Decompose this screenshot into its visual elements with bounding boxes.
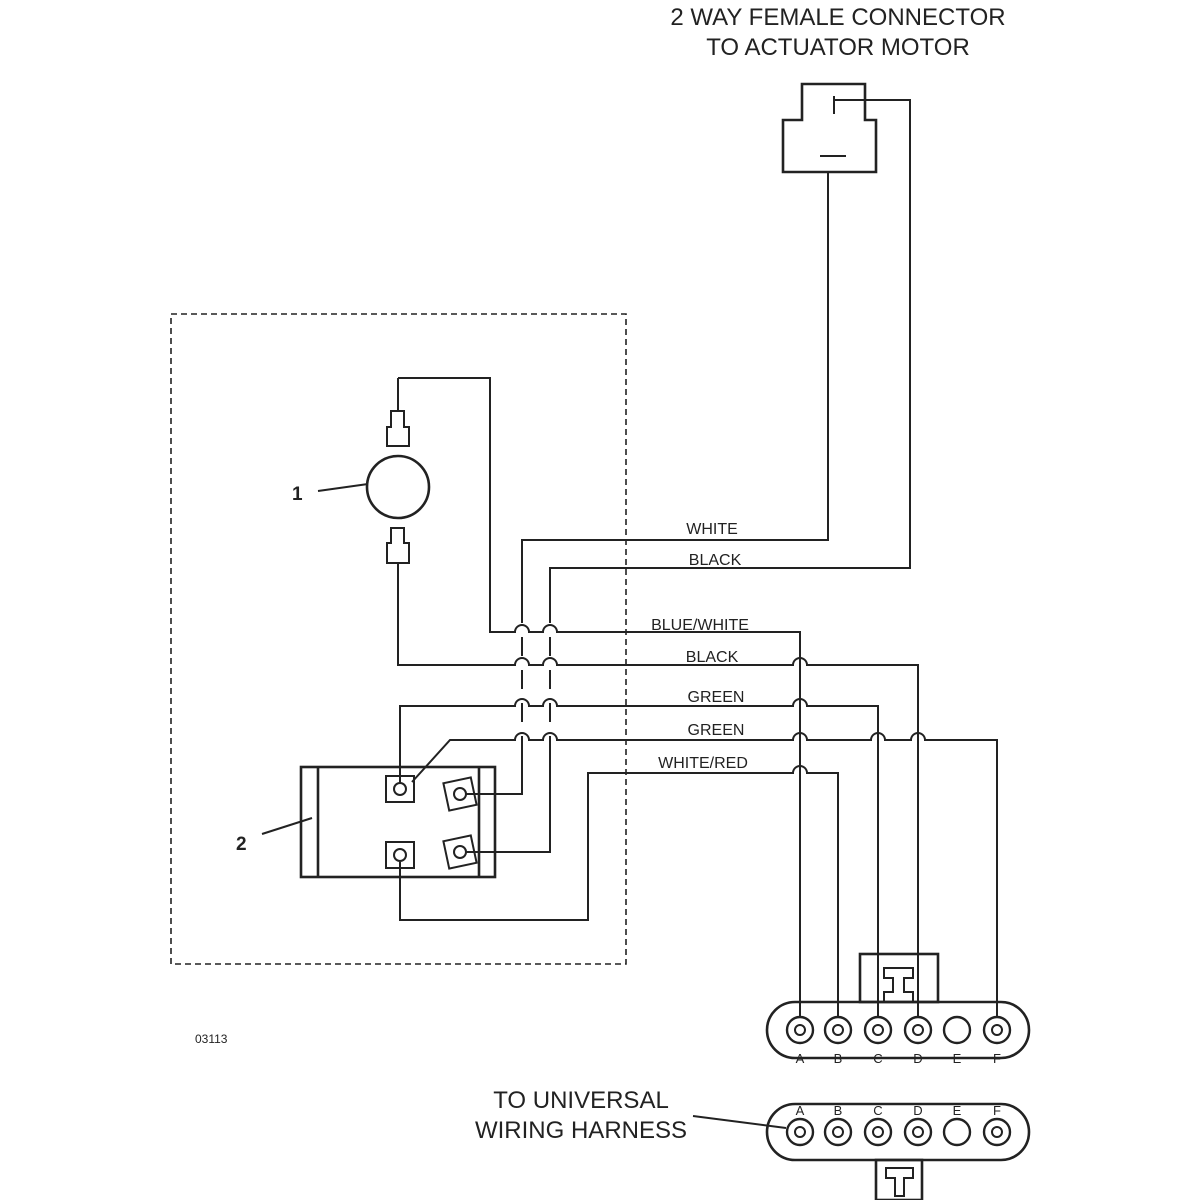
wire-label-white-red: WHITE/RED (658, 755, 748, 772)
pin-label: B (834, 1051, 843, 1066)
wire-blue-white (398, 377, 801, 1030)
component-2-switch (299, 765, 497, 879)
callout-1: 1 (292, 484, 303, 505)
component-1-motor (365, 378, 431, 590)
control-box-enclosure (170, 313, 627, 965)
callout-2-leader (261, 817, 313, 835)
wire-label-blue-white: BLUE/WHITE (651, 617, 749, 634)
wire-label-black-actuator: BLACK (689, 552, 742, 569)
wire-label-white: WHITE (686, 521, 738, 538)
pin-label: C (873, 1103, 882, 1118)
callout-2: 2 (236, 834, 247, 855)
pin-label: D (913, 1103, 922, 1118)
pin-label: A (796, 1103, 805, 1118)
harness-label-leader (692, 1115, 787, 1129)
wire-black-actuator (466, 99, 911, 853)
harness-label-line2: WIRING HARNESS (475, 1117, 687, 1144)
connector-title-line2: TO ACTUATOR MOTOR (706, 34, 970, 61)
pin-label: C (873, 1051, 882, 1066)
upper-pin-labels: A B C D E F (796, 1051, 1001, 1066)
callout-1-leader (317, 483, 369, 492)
connector-6pin-lower (765, 1102, 1031, 1200)
wire-green-1 (399, 698, 879, 1030)
pin-label: F (993, 1103, 1001, 1118)
drawing-number: 03113 (195, 1032, 228, 1046)
pin-label: F (993, 1051, 1001, 1066)
wire-label-green-1: GREEN (688, 689, 745, 706)
wire-label-black: BLACK (686, 649, 739, 666)
pin-label: D (913, 1051, 922, 1066)
wire-black (397, 590, 919, 1030)
pin-label: E (953, 1103, 962, 1118)
actuator-connector (781, 82, 878, 174)
wire-white-red (399, 765, 839, 1030)
wire-label-green-2: GREEN (688, 722, 745, 739)
harness-label-line1: TO UNIVERSAL (493, 1087, 669, 1114)
pin-label: B (834, 1103, 843, 1118)
connector-title-line1: 2 WAY FEMALE CONNECTOR (670, 4, 1005, 31)
wire-green-2 (411, 732, 998, 1030)
pin-label: A (796, 1051, 805, 1066)
wire-white (466, 172, 829, 795)
connector-6pin-upper (765, 952, 1031, 1060)
pin-label: E (953, 1051, 962, 1066)
lower-pin-labels: A B C D E F (796, 1103, 1001, 1118)
